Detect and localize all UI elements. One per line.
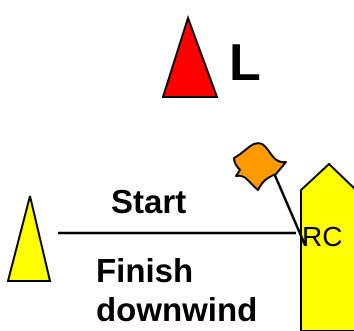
finish-label: Finish: [96, 252, 193, 289]
start-label: Start: [111, 183, 186, 220]
finish-downwind-label: downwind: [96, 291, 257, 328]
orange-flag-icon: [233, 142, 287, 191]
committee-boat-icon: [300, 162, 354, 331]
windward-mark-icon: [161, 14, 219, 98]
committee-boat-label: RC: [302, 221, 342, 252]
windward-mark-label: L: [229, 34, 261, 92]
pin-mark-icon: [6, 195, 52, 282]
